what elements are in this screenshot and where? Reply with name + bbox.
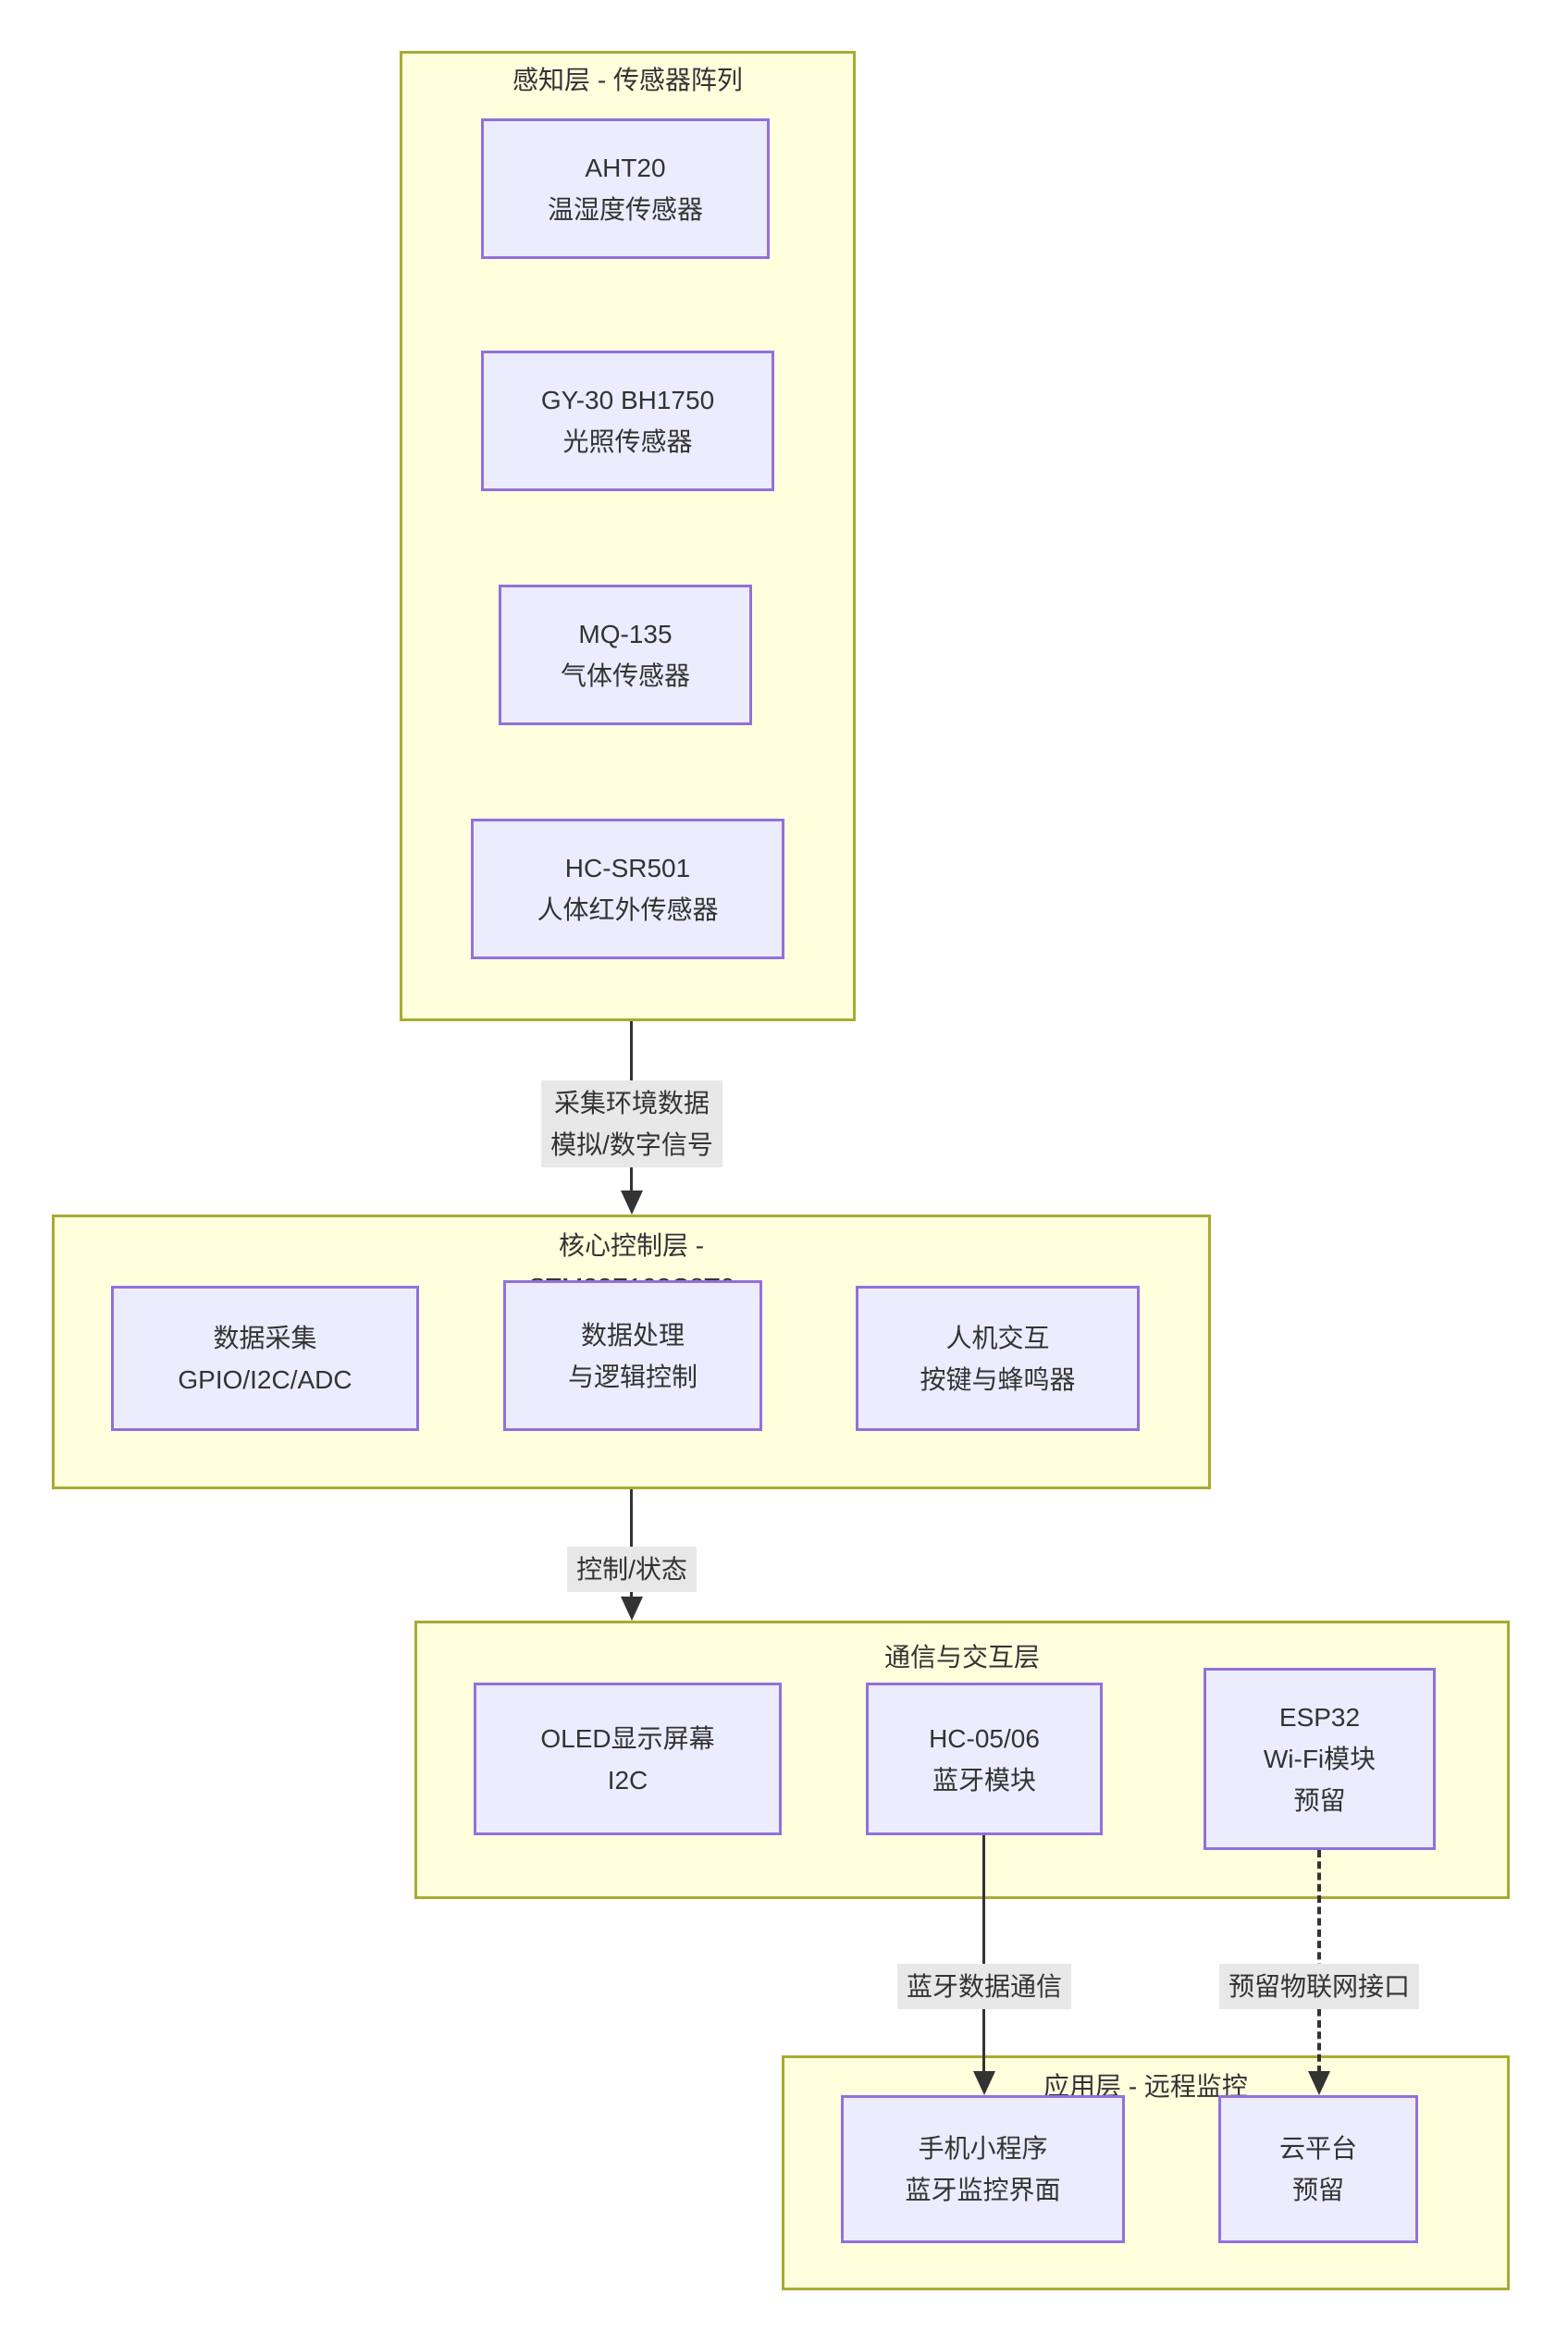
edge-label-line: 采集环境数据 — [553, 1089, 710, 1117]
node-label-line: 数据采集 — [213, 1323, 317, 1352]
node-label-line: OLED显示屏幕 — [540, 1723, 715, 1753]
cluster-title-perception: 感知层 - 传感器阵列 — [512, 66, 743, 94]
node-aht20-sensor: AHT20 温湿度传感器 — [481, 118, 770, 259]
node-mobile-mini-program: 手机小程序 蓝牙监控界面 — [841, 2095, 1125, 2243]
node-label-line: 人体红外传感器 — [537, 895, 719, 924]
node-gy30-bh1750-sensor: GY-30 BH1750 光照传感器 — [481, 351, 774, 491]
node-label-line: I2C — [607, 1765, 648, 1795]
node-label-line: 数据处理 — [580, 1320, 685, 1350]
node-label-line: 气体传感器 — [560, 661, 690, 690]
node-label-line: GY-30 BH1750 — [540, 386, 715, 414]
node-label-line: 与逻辑控制 — [567, 1362, 698, 1391]
node-label-line: 预留 — [1291, 2176, 1344, 2204]
cluster-title-communication: 通信与交互层 — [883, 1643, 1040, 1672]
node-label-line: ESP32 — [1278, 1703, 1361, 1732]
node-label-line: 人机交互 — [945, 1323, 1050, 1352]
node-label-line: 蓝牙监控界面 — [905, 2176, 1061, 2204]
node-data-acquisition: 数据采集 GPIO/I2C/ADC — [111, 1286, 419, 1431]
node-bluetooth-module: HC-05/06 蓝牙模块 — [866, 1683, 1103, 1835]
node-label-line: AHT20 — [585, 154, 666, 182]
node-label-line: HC-SR501 — [564, 854, 691, 882]
node-data-processing: 数据处理 与逻辑控制 — [503, 1280, 762, 1431]
cluster-title-line: 核心控制层 - — [558, 1231, 705, 1260]
edge-label-line: 控制/状态 — [576, 1555, 687, 1584]
arrowhead-bluetooth-to-app — [973, 2071, 995, 2095]
arrowhead-core-to-comm — [621, 1597, 643, 1621]
node-label-line: GPIO/I2C/ADC — [178, 1364, 352, 1394]
edge-line-wifi-to-cloud — [1317, 1850, 1321, 2073]
edge-line-core-to-comm — [630, 1489, 633, 1598]
edge-label-line: 预留物联网接口 — [1228, 1972, 1411, 2001]
node-label-line: 手机小程序 — [918, 2134, 1048, 2163]
edge-label-line: 蓝牙数据通信 — [906, 1972, 1063, 2001]
node-label-line: HC-05/06 — [929, 1723, 1040, 1753]
node-label-line: 光照传感器 — [562, 427, 693, 456]
edge-label-iot-interface: 预留物联网接口 — [1218, 1964, 1420, 2009]
node-esp32-wifi-module: ESP32 Wi-Fi模块 预留 — [1204, 1668, 1436, 1850]
edge-line-bluetooth-to-app — [982, 1835, 985, 2073]
edge-label-bluetooth-comm: 蓝牙数据通信 — [896, 1964, 1072, 2009]
node-label-line: MQ-135 — [578, 620, 673, 648]
node-label-line: 温湿度传感器 — [547, 195, 703, 224]
edge-label-control-status: 控制/状态 — [567, 1547, 697, 1592]
node-mq135-sensor: MQ-135 气体传感器 — [499, 585, 752, 725]
node-human-machine-interaction: 人机交互 按键与蜂鸣器 — [856, 1286, 1140, 1431]
node-oled-display: OLED显示屏幕 I2C — [474, 1683, 782, 1835]
node-cloud-platform: 云平台 预留 — [1218, 2095, 1418, 2243]
node-label-line: 按键与蜂鸣器 — [920, 1364, 1076, 1394]
node-label-line: Wi-Fi模块 — [1263, 1745, 1377, 1773]
node-hcsr501-sensor: HC-SR501 人体红外传感器 — [471, 819, 784, 959]
node-label-line: 预留 — [1293, 1786, 1346, 1815]
edge-label-collect-data: 采集环境数据 模拟/数字信号 — [541, 1080, 722, 1167]
node-label-line: 云平台 — [1278, 2134, 1357, 2163]
edge-label-line: 模拟/数字信号 — [550, 1130, 713, 1159]
node-label-line: 蓝牙模块 — [932, 1765, 1036, 1795]
arrowhead-sensors-to-core — [621, 1191, 643, 1215]
arrowhead-wifi-to-cloud — [1308, 2071, 1330, 2095]
